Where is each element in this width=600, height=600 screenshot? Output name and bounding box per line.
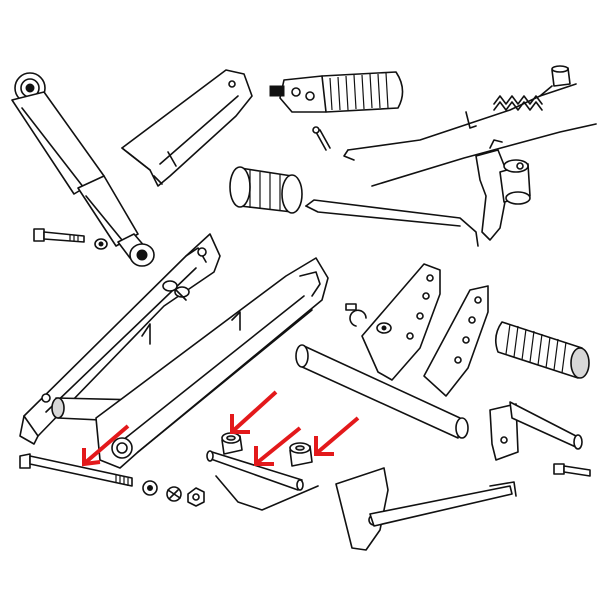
footrest-rubber-right (494, 321, 590, 379)
swing-arm-bush-left (221, 432, 243, 455)
spindle-nut (187, 487, 205, 507)
side-stand (335, 467, 517, 551)
spindle-washer (142, 480, 158, 496)
highlight-arrow-spindle (82, 424, 130, 467)
chain-guard (121, 69, 253, 187)
brake-pedal-lever (305, 139, 531, 247)
bearing-cylinder (229, 166, 303, 214)
spindle-spring-washer (166, 486, 182, 502)
swing-arm-spindle (19, 453, 133, 487)
swing-arm-bush-right (289, 442, 313, 467)
bracket-bolt (553, 463, 591, 477)
highlight-arrow-spacer (254, 426, 302, 466)
mounting-bolt (33, 228, 85, 243)
highlight-arrow-bush-left (230, 390, 278, 434)
split-pin (312, 126, 331, 151)
highlight-arrow-bush-right (314, 416, 360, 456)
spindle-spacer-tube (206, 450, 304, 491)
footrest-rubber-top (269, 71, 404, 113)
circlip (349, 309, 367, 327)
centre-stand (295, 263, 489, 439)
shock-washer (94, 238, 108, 250)
shock-absorber (11, 72, 155, 267)
swing-arm (19, 233, 329, 469)
footrest-bracket (489, 401, 583, 461)
small-pin (345, 303, 357, 311)
circlip-washer (376, 322, 392, 334)
rear-brake-rod (343, 83, 597, 187)
bush-cylinder-top (551, 65, 571, 87)
